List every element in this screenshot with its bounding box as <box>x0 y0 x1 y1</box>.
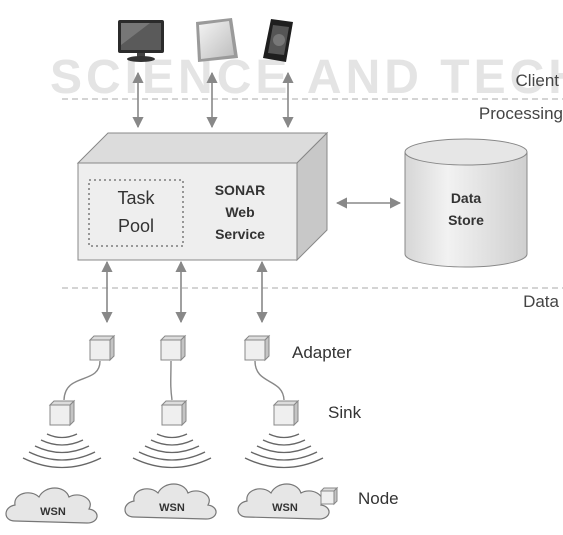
smartphone-icon <box>263 19 293 62</box>
adapter-cube <box>159 334 187 362</box>
wsn-label: WSN <box>272 502 298 514</box>
wsn-cloud: WSN <box>5 487 98 524</box>
data-store-label-line1: Data <box>451 190 482 206</box>
layer-label-client: Client <box>516 71 560 90</box>
watermark-text: SCIENCE AND TECH <box>50 51 563 104</box>
legend-sink-label: Sink <box>328 403 362 422</box>
adapter-sink-cable <box>254 360 285 401</box>
adapter-cube <box>88 334 116 362</box>
legend-node-label: Node <box>358 489 399 508</box>
data-store-label-line2: Store <box>448 212 484 228</box>
task-pool-label-line1: Task <box>117 188 155 208</box>
wsn-cloud: WSN <box>124 483 217 520</box>
tablet-icon <box>196 18 238 62</box>
wsn-label: WSN <box>159 502 185 514</box>
service-label-line2: Web <box>225 204 254 220</box>
wireless-signal-icon <box>244 433 324 469</box>
service-label-line1: SONAR <box>215 182 266 198</box>
sink-cube <box>160 399 188 427</box>
node-cube <box>319 486 339 506</box>
sink-cube <box>48 399 76 427</box>
task-pool-box <box>88 179 184 247</box>
wireless-signal-icon <box>132 433 212 469</box>
data-store-cylinder <box>404 138 528 268</box>
sink-cube <box>272 399 300 427</box>
service-label-line3: Service <box>215 226 265 242</box>
legend-adapter-label: Adapter <box>292 343 352 362</box>
layer-label-processing: Processing <box>479 104 563 123</box>
wireless-signal-icon <box>22 433 102 469</box>
wsn-label: WSN <box>40 506 66 518</box>
task-pool-label-line2: Pool <box>118 216 154 236</box>
adapter-sink-cable <box>170 360 173 401</box>
monitor-icon <box>118 20 164 62</box>
adapter-cube <box>243 334 271 362</box>
adapter-sink-cable <box>63 360 101 401</box>
wsn-cloud: WSN <box>237 483 330 520</box>
sonar-web-service-box <box>76 131 329 262</box>
layer-label-data: Data <box>523 292 559 311</box>
